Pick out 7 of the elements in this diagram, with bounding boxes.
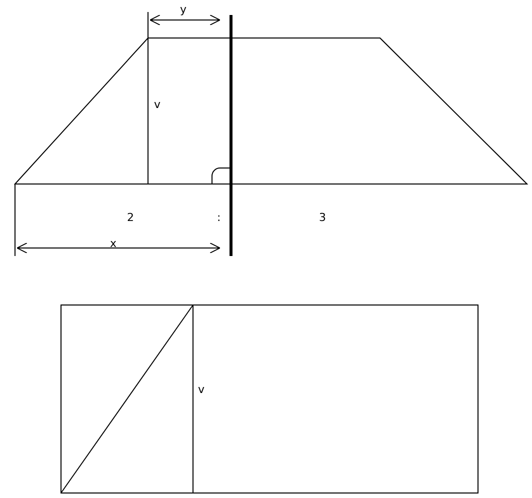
dimension-label: x	[110, 238, 117, 250]
dimension-label: y	[180, 4, 187, 16]
ratio-label: 3	[319, 212, 326, 224]
side-label: v	[198, 384, 205, 396]
side-label: v	[154, 99, 161, 111]
ratio-label: 2	[127, 212, 134, 224]
ratio-label: :	[217, 212, 221, 224]
